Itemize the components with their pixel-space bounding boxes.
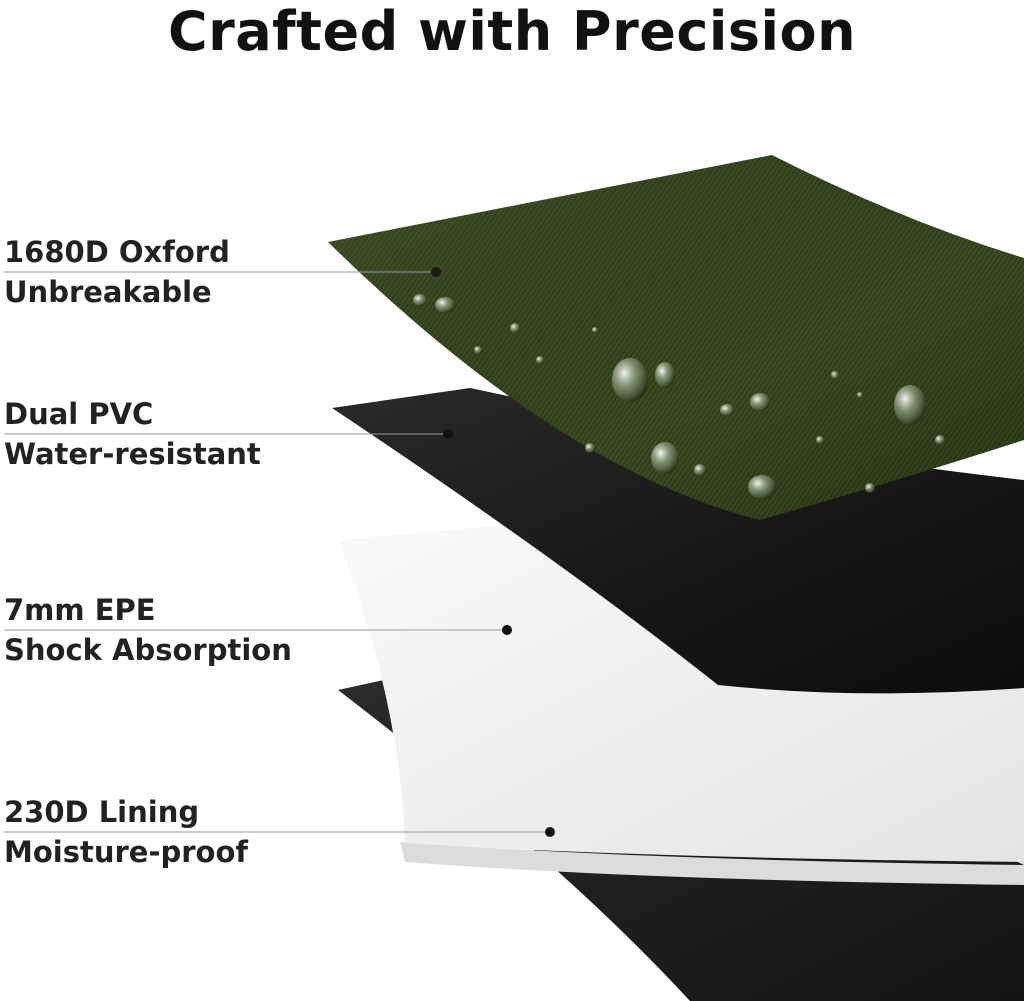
lining-label: 230D Lining Moisture-proof [4, 792, 248, 872]
lining-feature: Moisture-proof [4, 835, 249, 869]
pvc-label: Dual PVC Water-resistant [4, 394, 261, 474]
pvc-marker-dot [443, 429, 453, 439]
epe-feature: Shock Absorption [4, 633, 292, 667]
lining-name: 230D Lining [4, 795, 200, 829]
leader-lines [4, 271, 550, 833]
page-title: Crafted with Precision [167, 0, 857, 63]
oxford-label: 1680D Oxford Unbreakable [4, 232, 230, 312]
epe-name: 7mm EPE [4, 593, 156, 627]
pvc-name: Dual PVC [4, 397, 154, 431]
oxford-name: 1680D Oxford [4, 235, 230, 269]
epe-label: 7mm EPE Shock Absorption [4, 590, 292, 670]
epe-marker-dot [502, 625, 512, 635]
oxford-marker-dot [431, 267, 441, 277]
oxford-feature: Unbreakable [4, 275, 212, 309]
lining-marker-dot [545, 827, 555, 837]
water-droplets [413, 294, 945, 499]
pvc-feature: Water-resistant [4, 437, 261, 471]
